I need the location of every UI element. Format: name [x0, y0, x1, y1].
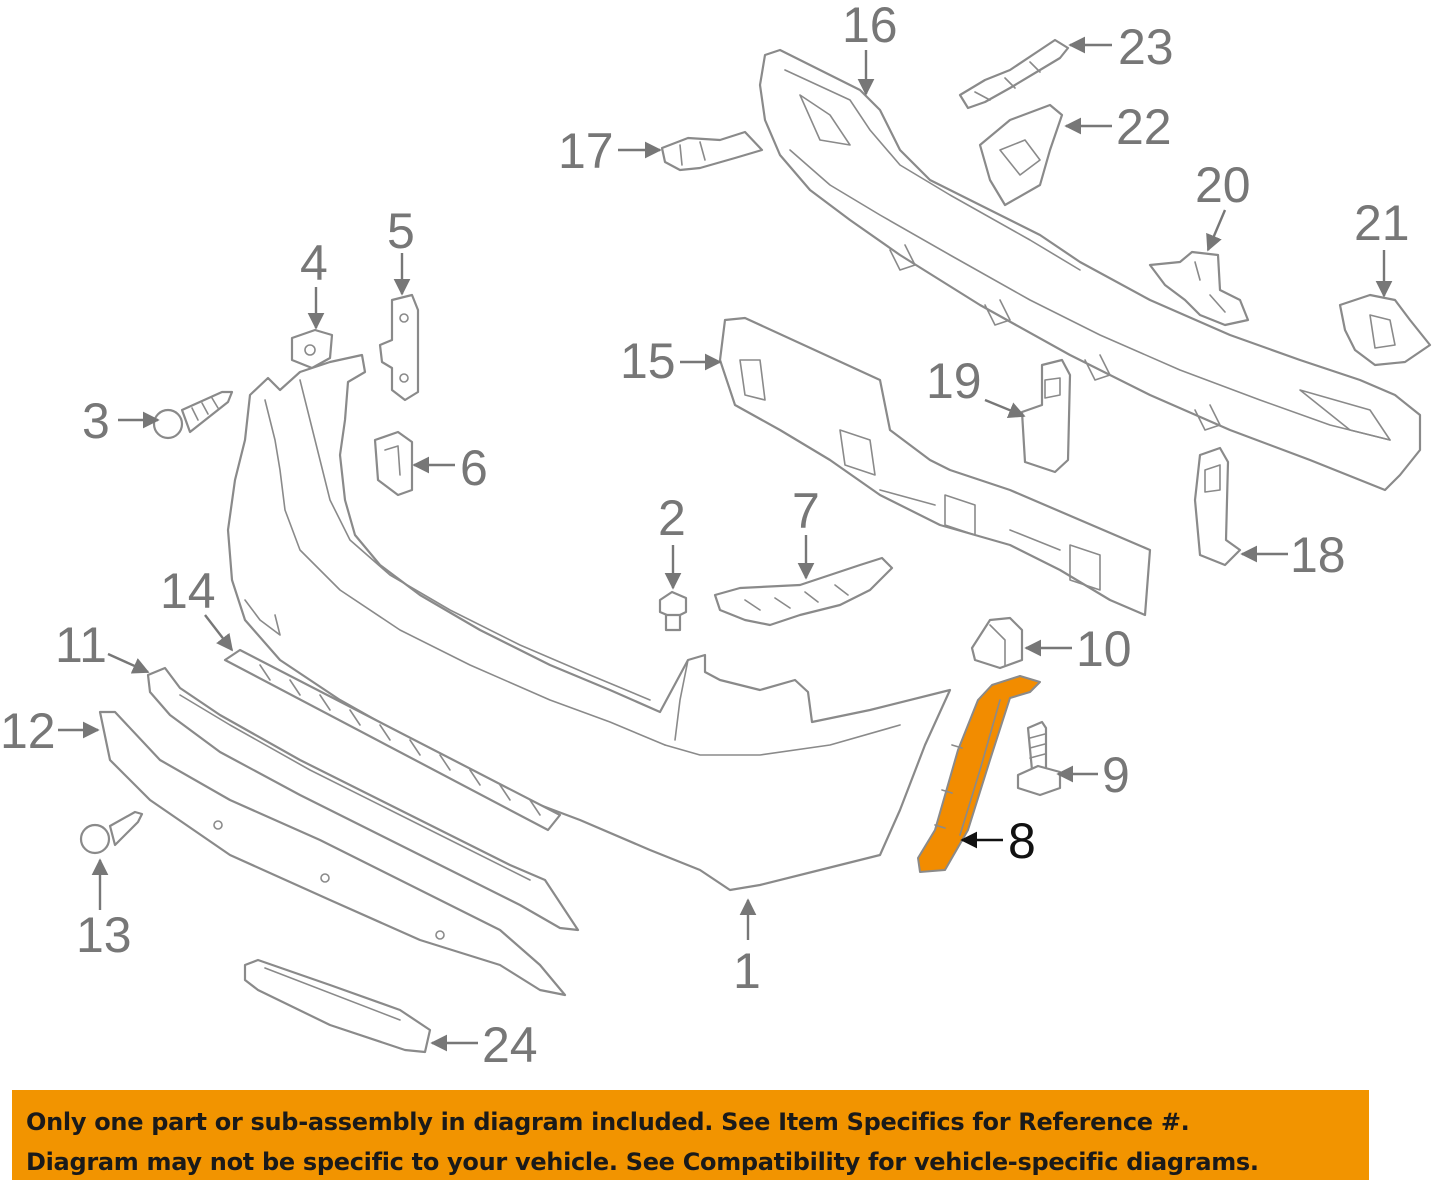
- callout-17: 17: [558, 123, 614, 179]
- part-2-bolt: [658, 590, 688, 632]
- callout-23: 23: [1118, 19, 1174, 75]
- callout-12: 12: [0, 703, 56, 759]
- part-10-clip: [970, 616, 1024, 670]
- disclaimer-line-1: Only one part or sub-assembly in diagram…: [26, 1108, 1190, 1136]
- part-8-bracket-highlighted: [917, 675, 1041, 873]
- callout-labels: 1 2 3 4 5 6 7 8 9 10 11 12 13 14 15 16 1…: [0, 0, 1410, 1073]
- callout-22: 22: [1116, 99, 1172, 155]
- callout-16: 16: [842, 0, 898, 53]
- callout-14: 14: [160, 563, 216, 619]
- part-13-screw: [79, 810, 144, 855]
- callout-1: 1: [733, 943, 761, 999]
- callout-4: 4: [300, 235, 328, 291]
- callout-19: 19: [926, 353, 982, 409]
- callout-10: 10: [1076, 621, 1132, 677]
- callout-2: 2: [658, 490, 686, 546]
- callout-11: 11: [55, 617, 107, 673]
- part-3-screw: [152, 390, 234, 440]
- part-19-bracket: [1020, 358, 1072, 474]
- callout-15: 15: [620, 333, 676, 389]
- part-11-valance: [146, 666, 580, 932]
- part-18-bracket: [1193, 446, 1242, 567]
- callout-24: 24: [482, 1017, 538, 1073]
- part-16-reinforcement-beam: [758, 48, 1422, 492]
- part-12-lower-valance: [98, 710, 567, 997]
- part-6-bracket: [373, 430, 414, 497]
- callout-8: 8: [1008, 813, 1036, 869]
- disclaimer-banner: Only one part or sub-assembly in diagram…: [12, 1090, 1369, 1180]
- callout-18: 18: [1290, 527, 1346, 583]
- part-24-reflector: [243, 958, 432, 1054]
- callout-leaders: [58, 36, 1393, 1052]
- part-5-bracket: [378, 293, 420, 402]
- part-15-energy-absorber: [718, 316, 1152, 617]
- callout-9: 9: [1102, 747, 1130, 803]
- callout-20: 20: [1195, 157, 1251, 213]
- part-9-bolt: [1016, 720, 1062, 797]
- part-23-bracket: [958, 38, 1070, 110]
- part-4-clip: [290, 328, 334, 370]
- part-22-bracket: [978, 103, 1064, 207]
- callout-21: 21: [1354, 195, 1410, 251]
- disclaimer-line-2: Diagram may not be specific to your vehi…: [26, 1148, 1259, 1176]
- part-14-step-pad: [223, 648, 562, 832]
- part-21-bracket: [1338, 293, 1432, 367]
- callout-6: 6: [460, 440, 488, 496]
- part-7-bracket: [713, 556, 894, 627]
- part-20-bracket: [1148, 250, 1250, 327]
- part-17-bracket: [660, 130, 764, 172]
- callout-7: 7: [792, 483, 820, 539]
- callout-13: 13: [76, 907, 132, 963]
- callout-3: 3: [82, 393, 110, 449]
- callout-5: 5: [387, 203, 415, 259]
